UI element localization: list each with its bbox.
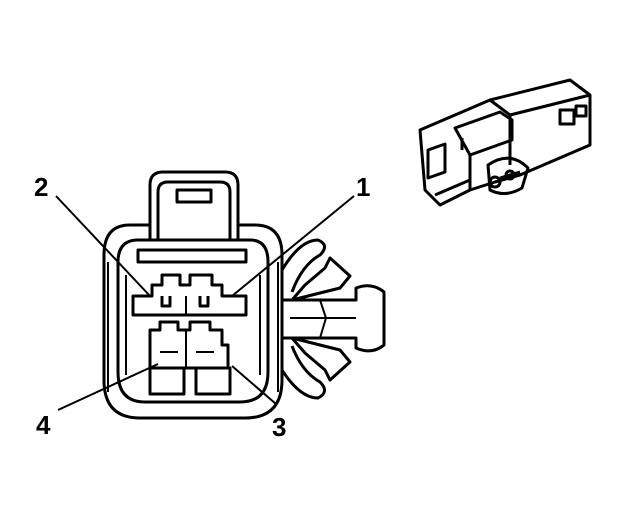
retainer-clip [280, 238, 386, 400]
connector-face [102, 170, 284, 420]
leader-lines [55, 195, 355, 411]
leader-line-4 [57, 363, 159, 411]
pin-label-1: 1 [356, 172, 370, 202]
pin-label-4: 4 [36, 410, 51, 440]
pin-label-2: 2 [34, 172, 48, 202]
leader-line-2 [55, 195, 151, 297]
leader-line-3 [231, 365, 277, 405]
leader-line-1 [231, 195, 355, 297]
pin-label-3: 3 [272, 412, 286, 442]
connector-isometric-view [418, 78, 592, 207]
